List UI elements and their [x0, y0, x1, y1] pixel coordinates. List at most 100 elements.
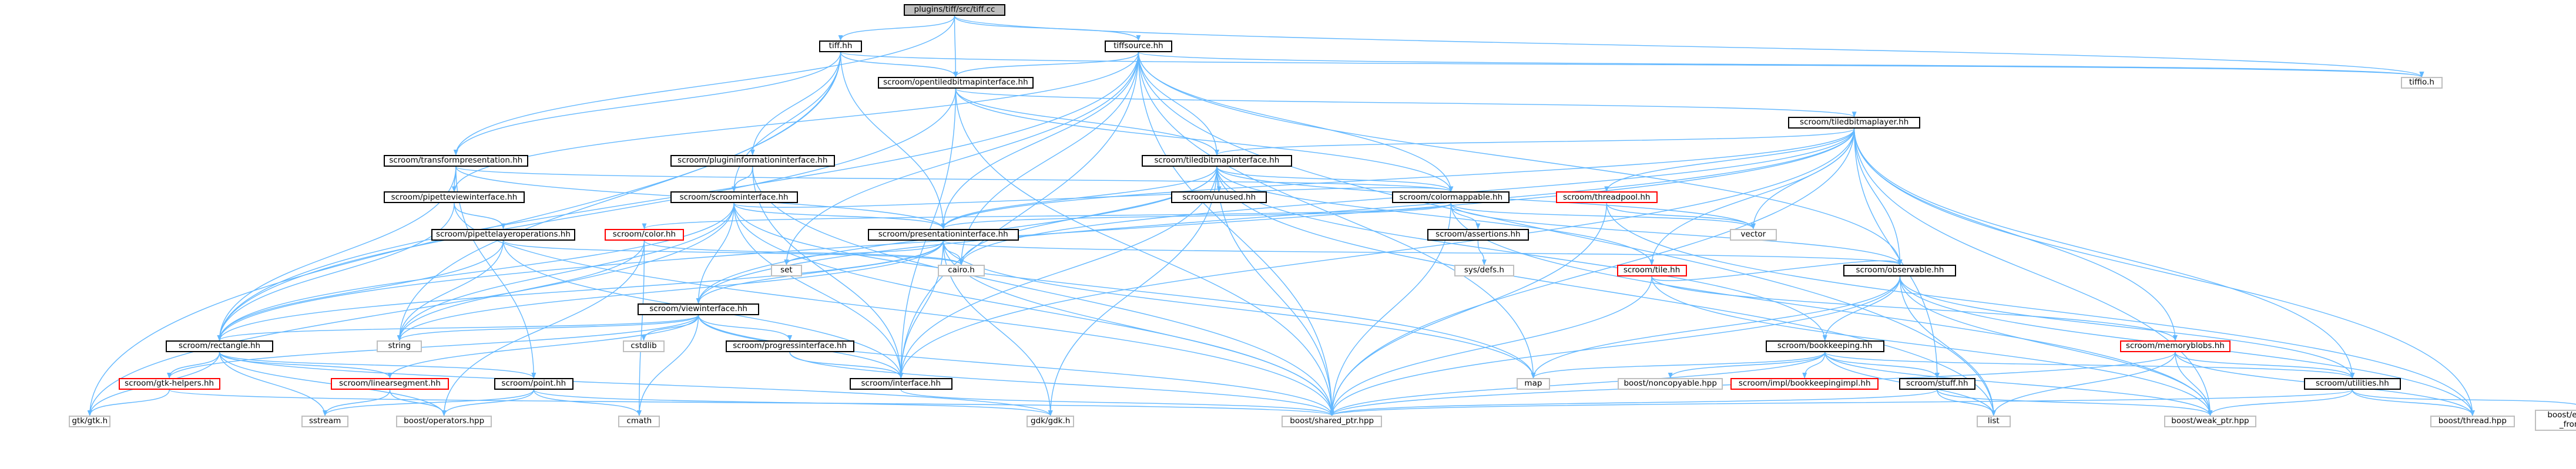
edge-plugininfo-to-sharedptr	[752, 166, 1334, 416]
edge-tiledbitmapif-to-interface	[898, 166, 1217, 379]
node-map[interactable]: map	[1516, 378, 1551, 390]
node-rectangle[interactable]: scroom/rectangle.hh	[166, 340, 273, 352]
edge-stuff-to-sharedptr	[1330, 389, 1938, 416]
node-enableshared[interactable]: boost/enable_shared _from_this.hpp	[2535, 410, 2576, 431]
edge-bookkeeping-to-utilities	[1824, 352, 2355, 379]
edge-colormappable-to-observable	[1450, 203, 1903, 266]
edge-bookkeeping-to-weakptr	[1824, 352, 2213, 416]
node-presentationif[interactable]: scroom/presentationinterface.hh	[867, 228, 1019, 241]
node-color[interactable]: scroom/color.hh	[605, 228, 684, 241]
edge-color-to-cairo	[643, 240, 964, 266]
node-gdkh[interactable]: gdk/gdk.h	[1027, 416, 1074, 427]
edge-pipettelayer-to-cairo	[502, 239, 964, 266]
node-opentiled[interactable]: scroom/opentiledbitmapinterface.hh	[877, 77, 1034, 89]
edge-pipetteview-to-sharedptr	[454, 203, 1334, 416]
edge-linesegment-to-sstream	[323, 389, 391, 416]
edge-tiffsource-to-observable	[1138, 52, 1903, 266]
node-utilities[interactable]: scroom/utilities.hh	[2303, 378, 2401, 390]
edge-viewif-to-string	[397, 315, 699, 341]
edge-scroomif-to-map	[733, 203, 1536, 379]
node-viewif[interactable]: scroom/viewinterface.hh	[637, 303, 760, 315]
node-cstdlib[interactable]: cstdlib	[623, 340, 665, 352]
edge-tiledbitmapif-to-list	[1216, 166, 1996, 416]
node-linesegment[interactable]: scroom/linearsegment.hh	[330, 378, 450, 390]
edge-tiff-to-scroomif	[732, 52, 841, 193]
node-string[interactable]: string	[377, 340, 422, 352]
edge-tiledbitmaplayer-to-stuff	[1853, 129, 1940, 379]
edge-threadpool-to-thread	[1606, 203, 2475, 416]
edge-tiffsource-to-pipetteview	[452, 52, 1139, 193]
node-sysdefs[interactable]: sys/defs.h	[1454, 265, 1514, 277]
edge-tiledbitmaplayer-to-rectangle	[217, 129, 1855, 341]
node-operators[interactable]: boost/operators.hpp	[396, 416, 492, 427]
node-interface[interactable]: scroom/interface.hh	[849, 378, 952, 390]
node-observable[interactable]: scroom/observable.hh	[1843, 265, 1957, 277]
edge-assertions-to-sysdefs	[1477, 240, 1487, 266]
node-tiledbitmapif[interactable]: scroom/tiledbitmapinterface.hh	[1142, 155, 1292, 167]
node-unused[interactable]: scroom/unused.hh	[1171, 191, 1267, 204]
node-root[interactable]: plugins/tiff/src/tiff.cc	[904, 4, 1005, 16]
edge-interface-to-sharedptr	[900, 389, 1334, 416]
edge-tiledbitmaplayer-to-thread	[1853, 129, 2475, 416]
node-stuff[interactable]: scroom/stuff.hh	[1899, 378, 1976, 390]
node-memoryblobs[interactable]: scroom/memoryblobs.hh	[2119, 340, 2230, 352]
edge-tiffsource-to-list	[1138, 52, 1996, 416]
node-pipetteview[interactable]: scroom/pipetteviewinterface.hh	[383, 191, 525, 204]
edge-presentationif-to-interface	[898, 240, 944, 379]
node-progressif[interactable]: scroom/progressinterface.hh	[725, 340, 854, 352]
node-transformpres[interactable]: scroom/transformpresentation.hh	[383, 155, 528, 167]
node-tiffio[interactable]: tiffio.h	[2400, 77, 2443, 89]
node-threadpool[interactable]: scroom/threadpool.hh	[1555, 191, 1658, 204]
node-bookkeeping[interactable]: scroom/bookkeeping.hh	[1765, 340, 1884, 352]
edge-viewif-to-progressif	[697, 315, 793, 341]
edge-scroomif-to-colormappable	[733, 186, 1453, 208]
node-pipettelayer[interactable]: scroom/pipettelayeroperations.hh	[431, 228, 576, 241]
node-set[interactable]: set	[770, 265, 803, 277]
edge-tiff-to-tiffio	[840, 52, 2424, 78]
edge-pipetteview-to-rectangle	[217, 203, 455, 341]
edge-tiledbitmapif-to-gdkh	[1048, 166, 1217, 416]
node-cairo[interactable]: cairo.h	[937, 265, 985, 277]
node-colormappable[interactable]: scroom/colormappable.hh	[1392, 191, 1510, 204]
edge-tiffsource-to-colormappable	[1138, 52, 1454, 193]
edge-colormappable-to-vector	[1450, 203, 1756, 230]
edge-pipettelayer-to-string	[397, 240, 504, 341]
node-sharedptr[interactable]: boost/shared_ptr.hpp	[1282, 416, 1383, 427]
node-scroomif[interactable]: scroom/scroominterface.hh	[670, 191, 798, 204]
node-tiffsource[interactable]: tiffsource.hh	[1104, 40, 1173, 52]
edge-gtkhelpers-to-gtkh	[87, 389, 170, 416]
node-tiledbitmaplayer[interactable]: scroom/tiledbitmaplayer.hh	[1788, 117, 1920, 129]
node-noncopyable[interactable]: boost/noncopyable.hpp	[1618, 378, 1723, 390]
node-vector[interactable]: vector	[1729, 228, 1777, 241]
node-point[interactable]: scroom/point.hh	[494, 378, 573, 390]
edge-presentationif-to-observable	[942, 239, 1902, 266]
edge-tile-to-memoryblobs	[1651, 276, 2178, 341]
node-plugininfo[interactable]: scroom/plugininformationinterface.hh	[670, 155, 835, 167]
node-list[interactable]: list	[1977, 416, 2011, 427]
edge-progressif-to-sharedptr	[789, 352, 1334, 416]
node-gtkh[interactable]: gtk/gtk.h	[69, 416, 111, 427]
edge-point-to-operators	[441, 389, 535, 416]
node-thread[interactable]: boost/thread.hpp	[2430, 416, 2515, 427]
node-assertions[interactable]: scroom/assertions.hh	[1427, 228, 1529, 241]
edge-tiledbitmaplayer-to-presentationif	[941, 129, 1855, 230]
edge-bookkeeping-to-bkimpl	[1802, 352, 1826, 379]
node-tiff[interactable]: tiff.hh	[819, 40, 863, 52]
edge-tiff-to-presentationif	[840, 52, 946, 230]
node-sstream[interactable]: sstream	[301, 416, 349, 427]
edge-point-to-sstream	[323, 389, 535, 416]
node-bkimpl[interactable]: scroom/impl/bookkeepingimpl.hh	[1730, 378, 1879, 390]
edge-viewif-to-gtkhelpers	[167, 315, 699, 379]
node-tile[interactable]: scroom/tile.hh	[1616, 265, 1687, 277]
node-weakptr[interactable]: boost/weak_ptr.hpp	[2164, 416, 2257, 427]
edge-viewif-to-cmath	[636, 315, 699, 416]
edge-observable-to-utilities	[1899, 276, 2355, 379]
node-gtkhelpers[interactable]: scroom/gtk-helpers.hh	[118, 378, 220, 390]
edge-presentationif-to-string	[397, 240, 944, 341]
edge-viewif-to-linesegment	[387, 315, 699, 379]
edge-colormappable-to-color	[642, 203, 1451, 230]
edge-memoryblobs-to-list	[1991, 352, 2176, 416]
node-cmath[interactable]: cmath	[618, 416, 660, 427]
edge-threadpool-to-vector	[1606, 203, 1756, 230]
edge-tiledbitmaplayer-to-utilities	[1853, 129, 2355, 379]
